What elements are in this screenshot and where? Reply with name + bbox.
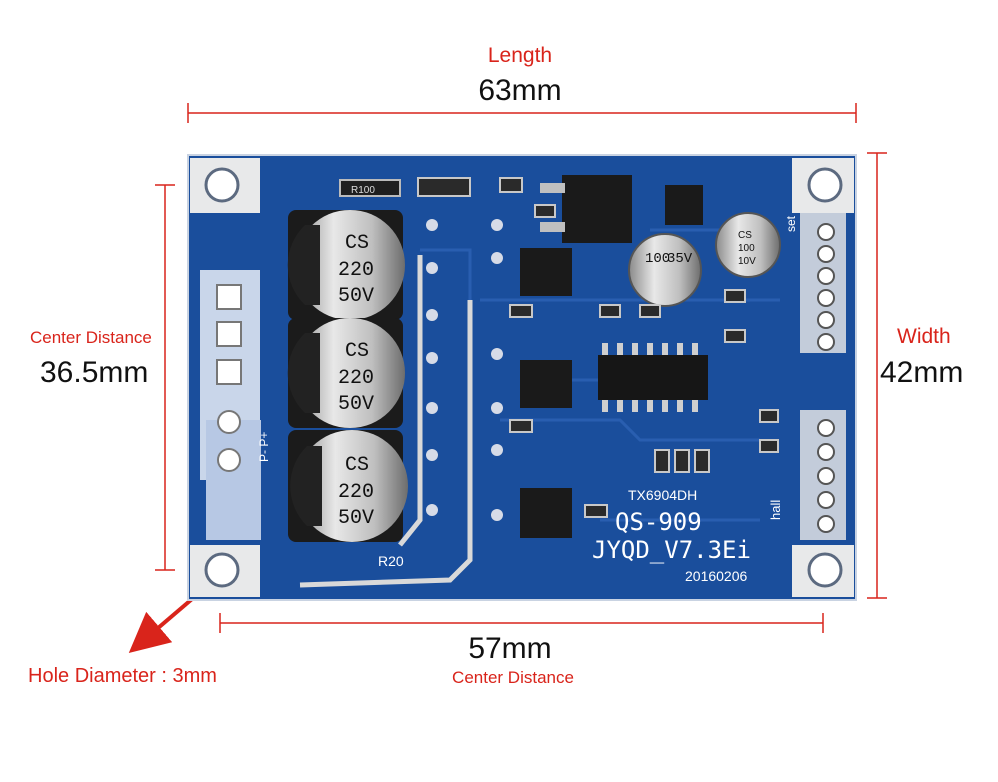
length-title: Length [487, 44, 553, 67]
silkscreen-date: 20160206 [685, 568, 748, 584]
width-title: Width [897, 325, 951, 348]
small-capacitor-2-value: 100 [738, 243, 755, 254]
mounting-hole [190, 158, 260, 213]
width-value: 42mm [880, 356, 964, 389]
capacitor-1-voltage: 50V [338, 285, 374, 308]
r100-label: R100 [351, 185, 375, 196]
silkscreen-version: JYQD_V7.3Ei [592, 536, 751, 564]
r100-resistor [339, 179, 401, 197]
driver-chip-3 [520, 488, 572, 538]
mounting-hole [792, 545, 854, 597]
capacitor-3-voltage: 50V [338, 507, 374, 530]
capacitor-2-voltage: 50V [338, 393, 374, 416]
hole-diameter-label: Hole Diameter : 3mm [28, 665, 217, 687]
silkscreen-set: set [784, 215, 798, 232]
width-dimension-line [867, 152, 887, 599]
small-capacitor-2-voltage: 10V [738, 256, 756, 267]
mounting-hole [792, 158, 854, 213]
driver-chip-2 [520, 360, 572, 408]
center-distance-left-title: Center Distance [30, 328, 152, 347]
smd-components [417, 177, 779, 518]
center-distance-bottom-line [219, 613, 824, 633]
regulator-chip [665, 185, 703, 225]
mosfet-top [540, 175, 632, 243]
center-distance-left-line [155, 184, 175, 571]
length-value: 63mm [478, 74, 562, 107]
pcb-board: CS 220 50V CS 220 50V CS 220 50V 100 35V [187, 154, 857, 601]
capacitor-3-value: 220 [338, 481, 374, 504]
capacitor-2-value: 220 [338, 367, 374, 390]
center-distance-left-value: 36.5mm [40, 356, 149, 389]
small-capacitor-1-value: 100 [645, 251, 670, 267]
small-capacitor-1: 100 35V [628, 233, 702, 307]
silkscreen-power: P- P+ [257, 432, 271, 462]
small-capacitor-1-voltage: 35V [667, 251, 693, 267]
silkscreen-chip: TX6904DH [628, 487, 697, 503]
capacitor-1-brand: CS [345, 232, 369, 255]
capacitor-2: CS 220 50V [287, 318, 405, 428]
power-terminal-pads [216, 284, 242, 472]
shunt-wire [299, 255, 473, 588]
mounting-hole [190, 545, 260, 597]
small-capacitor-2: CS 100 10V [715, 212, 781, 278]
capacitor-3-brand: CS [345, 454, 369, 477]
silkscreen-hall: hall [768, 500, 783, 520]
length-dimension-line [187, 103, 857, 123]
silkscreen-model: QS-909 [615, 508, 702, 536]
capacitor-2-brand: CS [345, 340, 369, 363]
connector-pins [817, 223, 835, 533]
center-distance-bottom-title: Center Distance [452, 668, 574, 687]
capacitor-1-value: 220 [338, 259, 374, 282]
driver-chip-1 [520, 248, 572, 296]
center-distance-bottom-value: 57mm [468, 632, 552, 665]
controller-ic [598, 343, 708, 412]
small-capacitor-2-brand: CS [738, 230, 752, 241]
silkscreen-resistor: R20 [378, 553, 404, 569]
capacitor-1: CS 220 50V [287, 210, 405, 320]
vias [426, 219, 503, 521]
capacitor-3: CS 220 50V [288, 430, 408, 542]
